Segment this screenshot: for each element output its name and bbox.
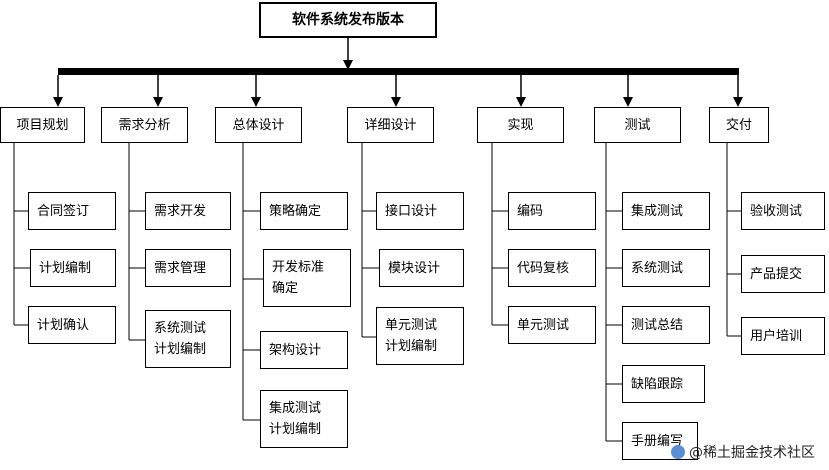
category-delivery: 交付 [709, 107, 769, 143]
category-requirement-analysis: 需求分析 [101, 107, 188, 143]
category-implementation: 实现 [477, 107, 564, 143]
leaf-node: 集成测试 [622, 192, 710, 230]
leaf-label: 单元测试 计划编制 [385, 318, 438, 354]
leaf-label: 集成测试 计划编制 [269, 401, 322, 437]
leaf-node: 测试总结 [622, 306, 710, 344]
leaf-node: 手册编写 [622, 422, 698, 460]
leaf-node: 系统测试 计划编制 [145, 310, 231, 368]
leaf-node: 合同签订 [28, 192, 116, 230]
category-overall-design: 总体设计 [215, 107, 302, 143]
juejin-logo-icon [671, 445, 685, 459]
leaf-node: 计划确认 [28, 306, 116, 344]
leaf-node: 模块设计 [379, 249, 464, 287]
leaf-label: 系统测试 计划编制 [154, 321, 207, 357]
leaf-node: 系统测试 [622, 249, 710, 287]
leaf-node: 验收测试 [741, 192, 825, 230]
leaf-node: 集成测试 计划编制 [260, 390, 348, 448]
leaf-node: 接口设计 [376, 192, 464, 230]
leaf-node: 代码复核 [508, 249, 596, 287]
leaf-node: 计划编制 [30, 249, 116, 287]
leaf-label: 开发标准 确定 [272, 260, 325, 296]
category-project-planning: 项目规划 [0, 107, 85, 143]
leaf-node: 用户培训 [741, 317, 825, 355]
category-testing: 测试 [594, 107, 681, 143]
leaf-node: 开发标准 确定 [263, 249, 351, 307]
watermark: @稀土掘金技术社区 [671, 442, 815, 462]
leaf-node: 策略确定 [260, 192, 348, 230]
leaf-node: 编码 [508, 192, 596, 230]
root-node: 软件系统发布版本 [259, 2, 437, 38]
leaf-node: 产品提交 [741, 255, 825, 293]
category-detailed-design: 详细设计 [347, 107, 434, 143]
leaf-node: 单元测试 [508, 306, 596, 344]
leaf-node: 单元测试 计划编制 [376, 307, 464, 365]
leaf-node: 需求开发 [145, 192, 231, 230]
leaf-node: 需求管理 [145, 249, 231, 287]
watermark-text: @稀土掘金技术社区 [689, 445, 815, 461]
leaf-node: 缺陷跟踪 [622, 365, 705, 403]
leaf-node: 架构设计 [260, 331, 348, 369]
